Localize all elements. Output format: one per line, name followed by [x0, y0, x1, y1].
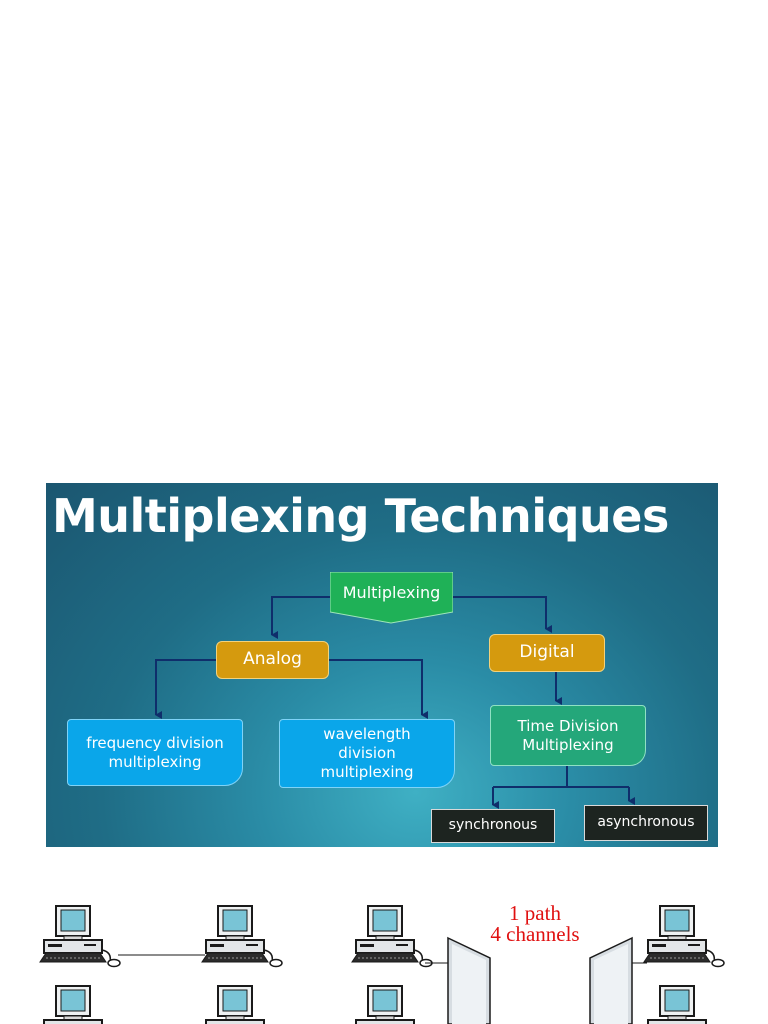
computer-icon: [351, 905, 433, 968]
wdm-line-3: multiplexing: [320, 762, 414, 781]
multiplexing-node: Multiplexing: [330, 572, 453, 624]
banner-shape: [330, 572, 453, 624]
path-channels-label: 1 path 4 channels: [470, 903, 600, 945]
wdm-line-2: division: [338, 744, 396, 763]
synchronous-node: synchronous: [431, 809, 555, 843]
connector-to-digital: [453, 596, 552, 633]
computer-icon: [201, 905, 283, 968]
connector-lines: [155, 596, 635, 809]
network-diagram: [39, 905, 725, 1024]
wdm-node: wavelength division multiplexing: [279, 719, 455, 788]
tdm-node: Time Division Multiplexing: [490, 705, 646, 766]
multiplexing-label: Multiplexing: [342, 582, 441, 602]
panel-icon: [589, 936, 633, 1024]
computer-icon: [643, 985, 725, 1024]
analog-node: Analog: [216, 641, 329, 679]
computer-icon: [643, 905, 725, 968]
computer-icon: [201, 985, 283, 1024]
computer-icon: [39, 905, 121, 968]
tdm-line-2: Multiplexing: [522, 735, 614, 754]
multiplexing-slide: Multiplexing Techniques Multiplexing Ana…: [46, 483, 718, 847]
path-label-line-2: 4 channels: [490, 922, 580, 946]
wdm-line-1: wavelength: [323, 725, 411, 744]
connector-to-fdm: [155, 659, 216, 719]
computer-icon: [351, 985, 433, 1024]
connector-to-analog: [271, 596, 330, 639]
digital-node: Digital: [489, 634, 605, 672]
computer-icon: [39, 985, 121, 1024]
panel-icon: [447, 936, 491, 1024]
asynchronous-node: asynchronous: [584, 805, 708, 841]
fdm-node: frequency division multiplexing: [67, 719, 243, 786]
fdm-line-1: frequency division: [86, 733, 224, 752]
tdm-line-1: Time Division: [517, 716, 619, 735]
path-label-line-1: 1 path: [509, 901, 561, 925]
slide-title: Multiplexing Techniques: [52, 489, 669, 543]
fdm-line-2: multiplexing: [108, 752, 202, 771]
connector-to-wdm: [329, 659, 428, 719]
